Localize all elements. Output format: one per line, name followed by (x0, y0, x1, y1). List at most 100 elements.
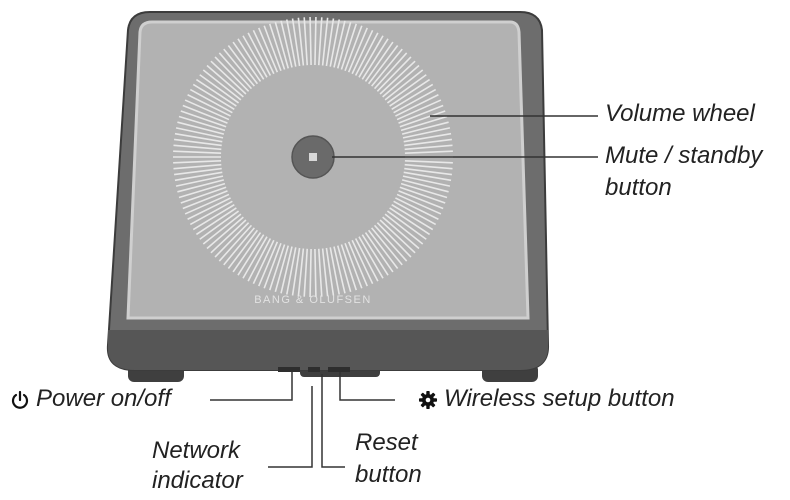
wheel-tick (340, 244, 358, 291)
wheel-tick (321, 17, 329, 66)
wheel-tick (373, 224, 408, 262)
wheel-tick (398, 190, 444, 210)
network-indicator-label: Network indicator (152, 437, 243, 495)
wheel-tick (180, 186, 227, 204)
power-button[interactable] (278, 367, 300, 372)
wheel-tick (258, 27, 279, 73)
wheel-tick (336, 21, 352, 69)
wheel-tick (297, 248, 305, 297)
wheel-tick (206, 64, 244, 98)
wheel-tick (344, 242, 363, 289)
wheel-tick (371, 48, 403, 87)
wheel-tick (182, 104, 228, 124)
wheel-tick (177, 121, 225, 135)
gear-icon (419, 390, 437, 409)
wheel-tick (325, 18, 335, 67)
wheel-tick (373, 52, 408, 90)
wheel-tick (354, 238, 379, 282)
reset-button-label: Reset button (355, 429, 422, 489)
wheel-tick (333, 246, 346, 294)
wheel-tick (329, 247, 341, 295)
wheel-tick (358, 35, 384, 78)
wheel-tick (314, 17, 317, 66)
wheel-tick (178, 115, 226, 132)
wheel-tick (223, 48, 255, 87)
wheel-tick (336, 245, 352, 293)
wheel-tick (404, 160, 453, 164)
wheel-tick (195, 78, 237, 107)
wheel-tick (232, 41, 262, 82)
wheel-tick (199, 74, 240, 104)
wheel-tick (396, 193, 442, 215)
wheel-tick (173, 144, 222, 151)
wheel-tick (187, 94, 231, 117)
wheel-tick (285, 19, 297, 67)
wheel-tick (237, 234, 265, 276)
wheel-tick (404, 167, 453, 176)
wheel-tick (325, 247, 335, 296)
wheel-tick (258, 241, 279, 287)
wheel-tick (173, 138, 222, 147)
wheel-tick (376, 222, 412, 258)
wheel-tick (227, 229, 259, 269)
wheel-tick (393, 88, 437, 114)
wireless-setup-button[interactable] (328, 367, 350, 372)
wheel-tick (291, 247, 301, 296)
wheel-tick (361, 38, 389, 80)
wheel-tick (218, 224, 253, 262)
wheel-tick (177, 179, 225, 193)
wheel-tick (189, 200, 233, 226)
wheel-tick (242, 35, 268, 78)
wheel-tick (403, 171, 452, 182)
wheel-tick (268, 244, 286, 291)
volume-wheel-label: Volume wheel (605, 100, 755, 127)
wheel-tick (187, 197, 231, 220)
reset-label-line2: button (355, 461, 422, 488)
wheel-tick (402, 127, 451, 139)
wheel-tick (285, 247, 297, 295)
wheel-tick (382, 216, 420, 250)
wheel-tick (347, 241, 368, 287)
wheel-tick (398, 104, 444, 124)
wheel-tick (173, 167, 222, 176)
wheel-tick (192, 83, 235, 111)
wheel-tick (401, 121, 449, 135)
wheel-tick (364, 41, 394, 82)
wheel-tick (263, 242, 282, 289)
wheel-tick (202, 69, 242, 101)
wheel-tick (184, 99, 230, 121)
wheel-tick (247, 32, 272, 76)
wheel-tick (223, 227, 255, 266)
wheel-tick (379, 219, 416, 254)
volume-wheel[interactable] (173, 17, 453, 297)
wheel-tick (386, 74, 427, 104)
wheel-tick (274, 245, 290, 293)
wheel-tick (382, 64, 420, 98)
wheel-tick (354, 32, 379, 76)
wheel-tick (232, 232, 262, 273)
brand-logo: BANG & OLUFSEN (254, 294, 372, 306)
wheel-tick (361, 234, 389, 276)
wheel-tick (303, 17, 309, 66)
wheel-tick (174, 171, 223, 182)
wheel-tick (393, 200, 437, 226)
wheel-tick (173, 150, 222, 154)
wheel-tick (173, 163, 222, 170)
mute-label-line1: Mute / standby (605, 142, 763, 169)
wheel-tick (291, 18, 301, 67)
wheel-tick (344, 25, 363, 72)
wheel-tick (214, 222, 250, 258)
wheel-tick (263, 25, 282, 72)
wheel-tick (395, 197, 439, 220)
wheel-tick (404, 138, 453, 147)
wheel-tick (404, 163, 453, 170)
wheel-tick (210, 60, 247, 95)
wheel-tick (199, 210, 240, 240)
wheel-tick (237, 38, 265, 80)
wheel-tick (400, 182, 448, 199)
wheel-tick (274, 21, 290, 69)
wheel-tick (333, 20, 346, 68)
reset-label-line1: Reset (355, 429, 418, 456)
wheel-tick (218, 52, 253, 90)
